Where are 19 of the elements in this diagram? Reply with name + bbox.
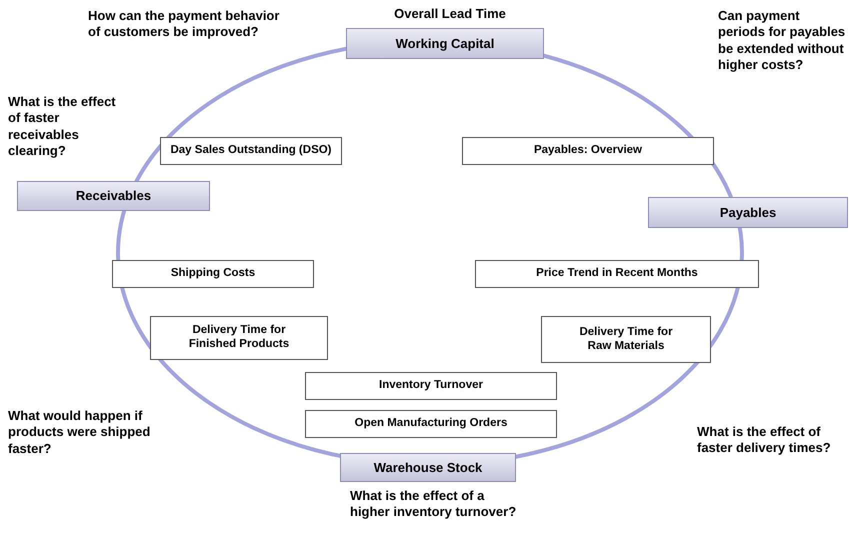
metric-box: Delivery Time for Finished Products: [150, 316, 328, 360]
question-text: Can payment periods for payables be extended without higher costs?: [718, 8, 846, 73]
question-text: What is the effect of faster delivery times?: [697, 424, 832, 456]
metric-box: Day Sales Outstanding (DSO): [160, 137, 342, 165]
question-text: What is the effect of a higher inventory turnover?: [350, 488, 518, 520]
stage-box: Payables: [648, 197, 848, 228]
heading-text: Overall Lead Time: [393, 6, 507, 22]
metric-box: Open Manufacturing Orders: [305, 410, 557, 438]
stage-box: Warehouse Stock: [340, 453, 516, 482]
stage-box: Working Capital: [346, 28, 544, 59]
metric-box: Price Trend in Recent Months: [475, 260, 759, 288]
metric-box: Inventory Turnover: [305, 372, 557, 400]
question-text: How can the payment behavior of customers be improved?: [88, 8, 280, 40]
question-text: What is the effect of faster receivables clearing?: [8, 94, 117, 159]
metric-box: Shipping Costs: [112, 260, 314, 288]
question-text: What would happen if products were shipped faster?: [8, 408, 152, 457]
stage-box: Receivables: [17, 181, 210, 211]
metric-box: Delivery Time for Raw Materials: [541, 316, 711, 363]
metric-box: Payables: Overview: [462, 137, 714, 165]
